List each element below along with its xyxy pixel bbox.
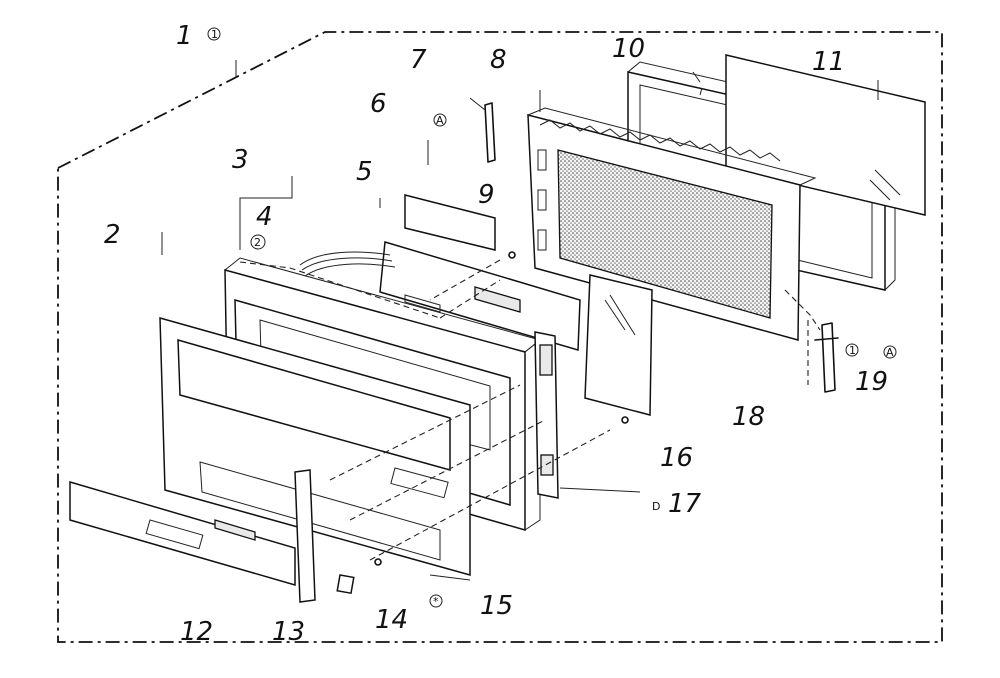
control-board-part — [379, 241, 581, 351]
callout-2: 2 — [104, 220, 121, 250]
symbol-19b: A — [886, 346, 894, 359]
callout-19: 19 — [855, 367, 888, 397]
callout-9: 9 — [478, 180, 495, 210]
reference-symbols: 1 A 2 1 A * D — [207, 27, 897, 608]
bottom-trim-part — [69, 480, 296, 586]
door-handle-part — [294, 469, 316, 603]
callout-labels: 1 2 3 4 5 6 7 8 9 10 11 12 13 14 15 16 1… — [104, 21, 888, 647]
callout-14: 14 — [375, 605, 408, 635]
callout-18: 18 — [732, 402, 765, 432]
front-glass-pane — [584, 274, 653, 416]
callout-10: 10 — [612, 34, 645, 64]
callout-1: 1 — [176, 21, 193, 51]
symbol-4: 2 — [254, 236, 261, 249]
assembly-leader-lines — [239, 259, 821, 561]
callout-13: 13 — [272, 617, 305, 647]
callout-5: 5 — [356, 157, 373, 187]
side-hinge-bracket-part — [814, 322, 839, 393]
assembly-boundary-outline — [57, 31, 943, 643]
symbol-19a: 1 — [849, 344, 856, 357]
callout-16: 16 — [660, 443, 693, 473]
symbol-1: 1 — [211, 28, 218, 41]
callout-15: 15 — [480, 591, 513, 621]
callout-11: 11 — [812, 47, 845, 77]
callout-7: 7 — [410, 45, 427, 75]
callout-8: 8 — [490, 45, 507, 75]
symbol-17: D — [652, 500, 660, 513]
door-glass-part — [725, 54, 926, 216]
callout-leaders — [161, 60, 879, 581]
symbol-6: A — [436, 114, 444, 127]
screws — [374, 251, 629, 566]
hinge-bracket-part — [484, 102, 496, 163]
upper-bracket-part — [404, 194, 496, 251]
symbol-15: * — [433, 595, 439, 608]
callout-17: 17 — [668, 489, 702, 519]
door-front-trim — [159, 317, 471, 576]
control-strip-part — [534, 331, 559, 499]
callout-6: 6 — [370, 89, 387, 119]
wire-harness-part — [299, 251, 396, 277]
latch-block-part — [336, 574, 355, 595]
callout-4: 4 — [256, 202, 273, 232]
callout-12: 12 — [180, 617, 213, 647]
callout-3: 3 — [232, 145, 249, 175]
